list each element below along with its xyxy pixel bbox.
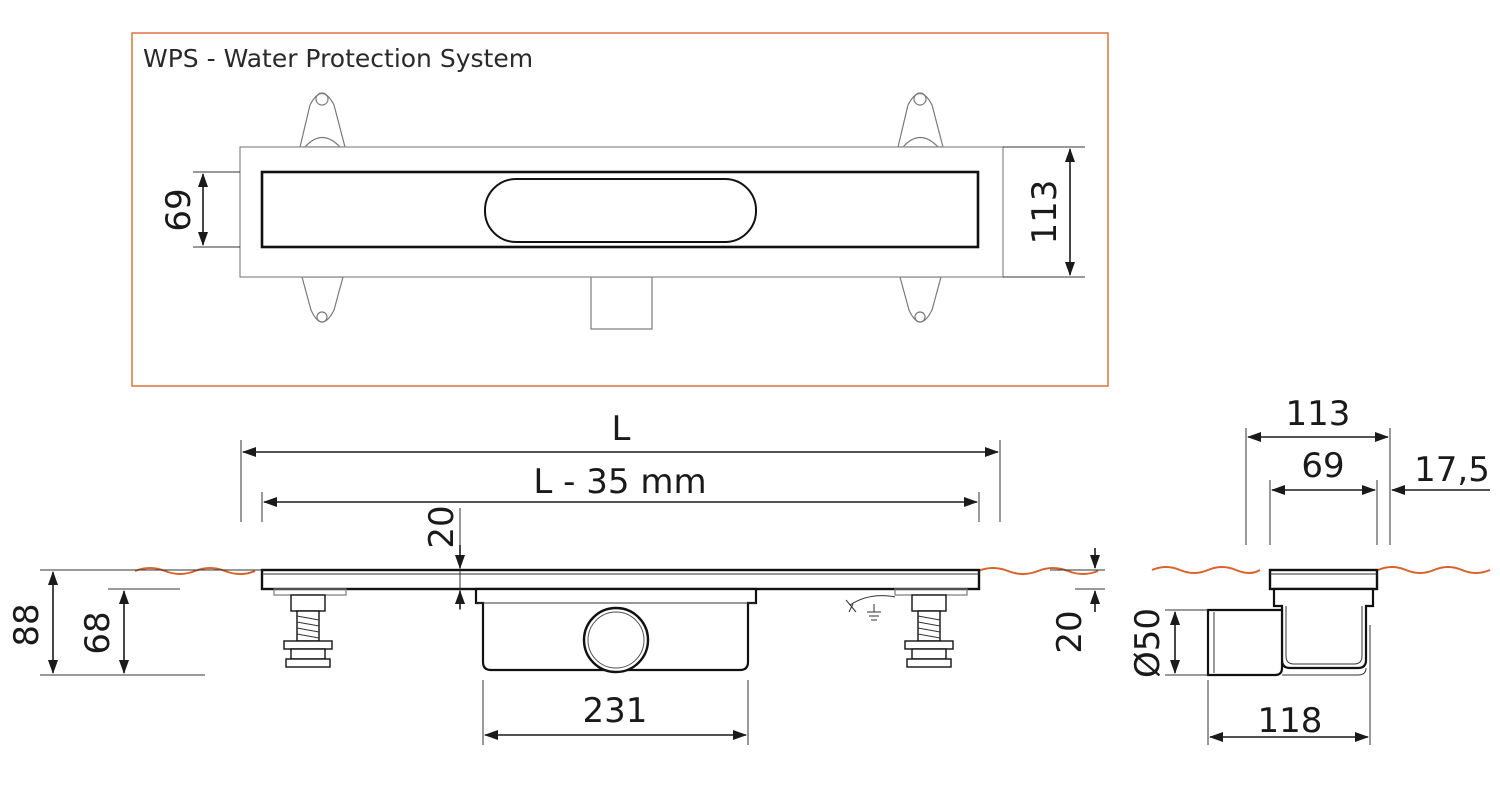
outlet-diameter-label: Ø50: [1128, 608, 1168, 678]
inner-length-label: L - 35 mm: [533, 462, 706, 502]
side-total-label: 118: [1258, 701, 1323, 741]
drawing-title: WPS - Water Protection System: [143, 44, 533, 73]
mounting-bracket-top-left: [299, 92, 346, 148]
front-top-plate: [260, 568, 981, 591]
mounting-bracket-bottom-right: [899, 276, 942, 323]
side-floor-right: [1377, 566, 1491, 574]
adjustable-foot-left: [273, 588, 347, 668]
total-height-label: 88: [7, 603, 47, 646]
top-view-frame: [131, 32, 1109, 387]
side-body: [1272, 587, 1375, 670]
outlet-stub: [590, 276, 653, 330]
center-depth-label: 20: [422, 505, 462, 548]
mounting-bracket-bottom-left: [301, 276, 344, 323]
mounting-bracket-top-right: [897, 92, 944, 148]
body-height-label: 68: [78, 611, 118, 654]
front-view: L L - 35 mm: [7, 409, 1105, 745]
floor-line-left: [134, 567, 256, 575]
side-width-label: 113: [1286, 394, 1351, 434]
side-floor-left: [1151, 566, 1261, 574]
grate-oval-logo: [484, 178, 757, 243]
side-inner-label: 69: [1301, 446, 1344, 486]
top-view: 69 113: [159, 92, 1085, 330]
ground-icon: [845, 595, 896, 621]
side-offset-label: 17,5: [1414, 450, 1490, 490]
length-label: L: [612, 409, 631, 449]
body-width-label: 231: [583, 691, 648, 731]
floor-line-right: [977, 567, 1099, 575]
right-depth-label: 20: [1050, 610, 1090, 653]
grate-width-label: 69: [159, 188, 199, 231]
side-outlet-pipe: [1206, 608, 1284, 677]
adjustable-foot-right: [894, 588, 968, 668]
outlet-circle: [582, 606, 650, 674]
side-view: 113 69 17,5 Ø50 118: [1128, 394, 1491, 745]
channel-width-label: 113: [1025, 180, 1065, 245]
